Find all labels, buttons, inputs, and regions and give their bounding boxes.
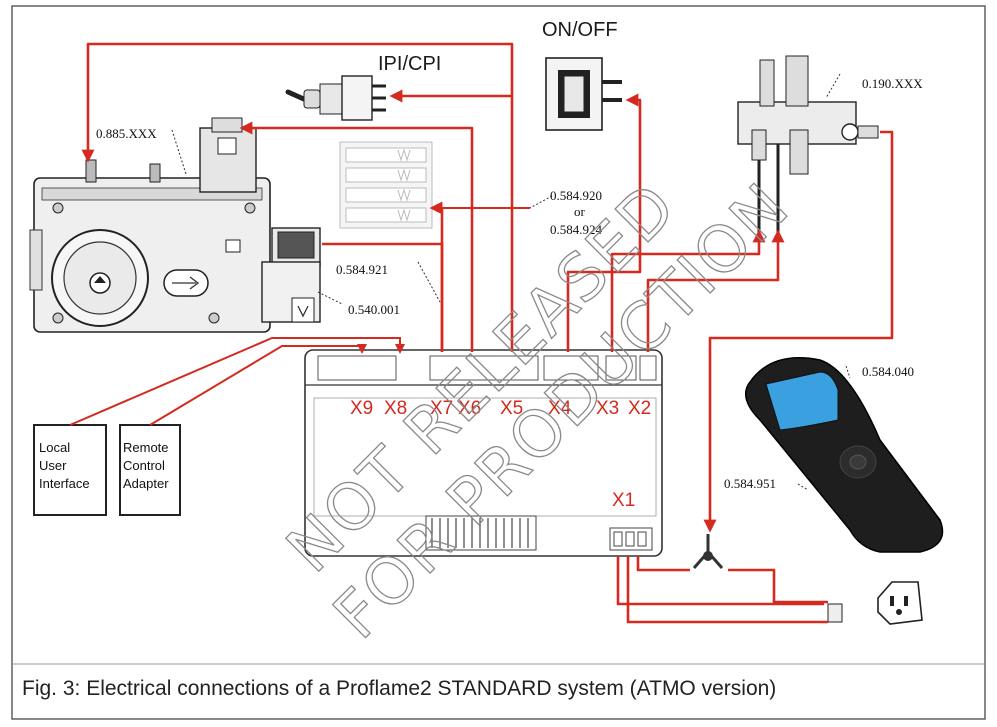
part-motor: 0.584.921 [336, 262, 388, 277]
remote-adapter-line-3: Adapter [123, 476, 169, 491]
caption-main: Fig. 3: Electrical connections of a Prof… [22, 677, 630, 700]
remote-adapter-line-2: Control [123, 458, 165, 473]
terminal-x7: X7 [430, 398, 453, 419]
remote-adapter-line-1: Remote [123, 440, 169, 455]
local-ui-line-1: Local [39, 440, 70, 455]
terminal-x4: X4 [548, 398, 572, 419]
part-battery-or: or [574, 204, 586, 219]
part-battery-a: 0.584.920 [550, 188, 602, 203]
terminal-x3: X3 [596, 398, 619, 419]
local-ui-line-2: User [39, 458, 67, 473]
on-off-label: ON/OFF [542, 19, 618, 41]
local-ui-line-3: Interface [39, 476, 90, 491]
figure-caption: Fig. 3: Electrical connections of a Prof… [22, 677, 776, 700]
stepper-motor-icon [261, 227, 321, 323]
part-battery-b: 0.584.924 [550, 222, 603, 237]
wiring [69, 42, 894, 624]
terminal-x6: X6 [458, 398, 481, 419]
local-user-interface-box: Local User Interface [33, 424, 107, 516]
y-splitter-icon [692, 534, 724, 569]
part-valve: 0.885.XXX [96, 126, 157, 141]
pilot-assembly-icon [737, 55, 879, 232]
ipi-cpi-switch-icon [285, 75, 386, 121]
terminal-x5: X5 [500, 398, 523, 419]
terminal-x2: X2 [628, 398, 651, 419]
gas-valve-icon [29, 117, 271, 333]
on-off-switch-icon [545, 57, 622, 131]
part-cable: 0.584.951 [724, 476, 776, 491]
ipi-cpi-label: IPI/CPI [378, 53, 441, 75]
remote-control-icon [745, 357, 944, 553]
leader-lines [171, 73, 851, 491]
caption-emphasis: (ATMO version) [630, 677, 777, 700]
terminal-x1: X1 [612, 490, 635, 511]
power-plug-icon [827, 581, 923, 625]
battery-holder-icon [339, 141, 433, 229]
part-pilot: 0.190.XXX [862, 76, 923, 91]
control-module [304, 349, 663, 557]
part-remote: 0.584.040 [862, 364, 914, 379]
remote-control-adapter-box: Remote Control Adapter [119, 424, 181, 516]
part-solenoid: 0.540.001 [348, 302, 400, 317]
terminal-x8: X8 [384, 398, 407, 419]
terminal-x9: X9 [350, 398, 373, 419]
